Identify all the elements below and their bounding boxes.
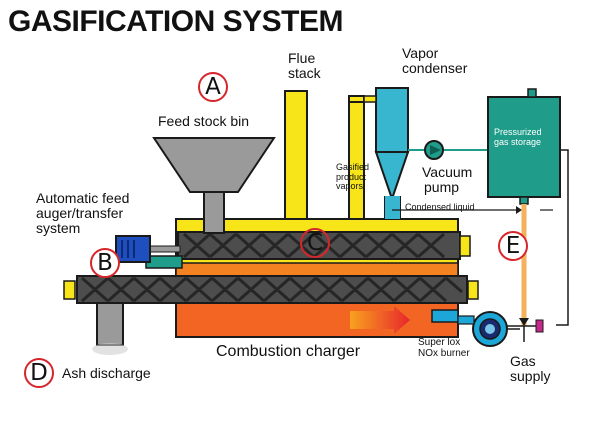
lower-auger-blades [81,276,463,303]
flue-stack [284,90,308,220]
gas-supply-valve [535,319,544,333]
combustion-chamber [175,302,459,338]
combustion-charger-label: Combustion charger [216,343,361,360]
pressurized-gas-storage-label: Pressurized gas storage [494,127,542,147]
ash-discharge-opening [92,343,128,355]
vapor-condenser-body [375,87,409,153]
ash-discharge-label: Ash discharge [62,365,151,381]
burner-duct [431,309,459,323]
pressurized-gas-storage [487,96,561,198]
marker-b: B [90,248,120,278]
nox-burner-label: Super lox NOx burner [418,337,470,359]
flame-arrow [350,306,410,334]
gas-supply-label: Gas supply [510,353,551,385]
feed-stock-bin-label: Feed stock bin [158,113,250,129]
feed-hopper-neck [203,191,225,234]
lower-auger [76,275,468,304]
gasified-product-vapors-label: Gasified product vapors [336,162,370,192]
feed-hopper [152,137,276,193]
ash-discharge-chute [96,296,124,346]
upper-auger-end-cap [459,235,471,257]
marker-e: E [498,231,528,261]
marker-a: A [198,72,228,102]
condensed-liquid-label: Condensed liquid [405,202,475,212]
vacuum-pump-label: Vacuum pump [422,164,473,196]
vapor-riser-pipe [348,95,365,220]
marker-d: D [24,358,54,388]
marker-c: C [300,228,330,258]
vapor-condenser-cone [374,151,410,197]
lower-auger-left-cap [63,280,76,300]
auger-transfer-system-label: Automatic feed auger/transfer system [36,190,130,237]
motor-shaft [147,245,181,253]
vapor-condenser-label: Vapor condenser [402,45,468,77]
reactor-orange-band [175,262,459,278]
vapor-riser-elbow [348,95,365,103]
diagram-title: GASIFICATION SYSTEM [8,5,343,38]
transfer-pipe [145,255,183,269]
lower-auger-right-cap [467,280,479,300]
flue-stack-label: Flue stack [288,50,321,82]
